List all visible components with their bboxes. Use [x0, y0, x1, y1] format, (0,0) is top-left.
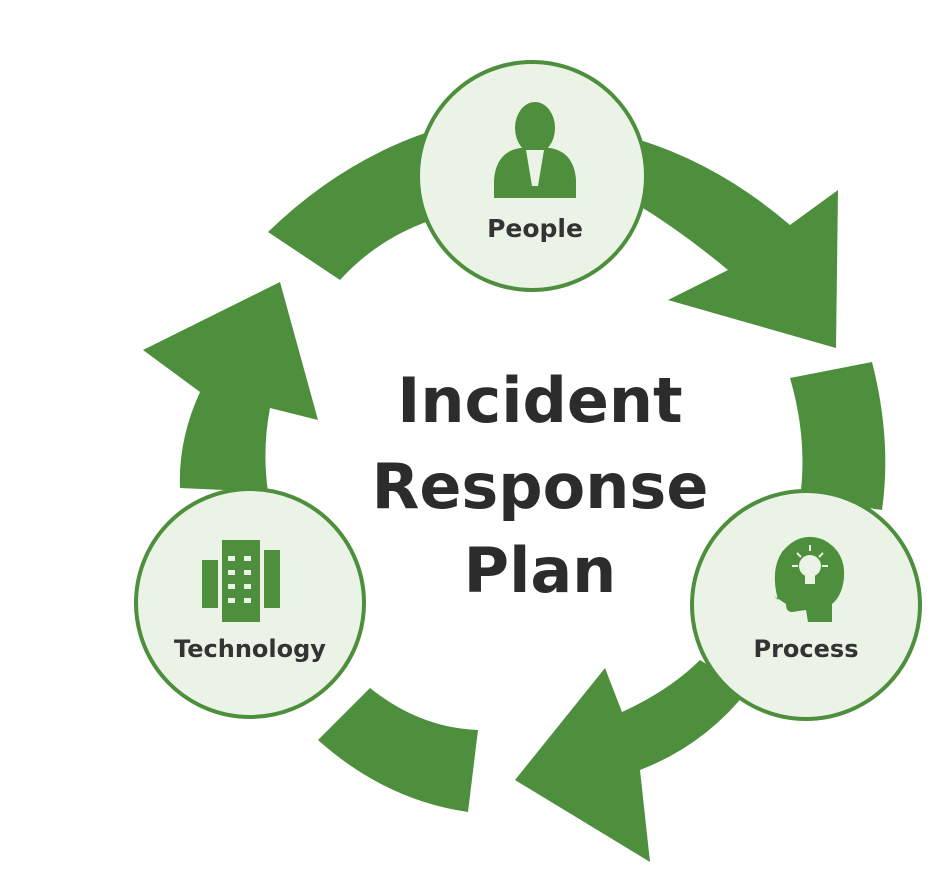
arrow-process-to-technology [515, 660, 748, 862]
node-process-label: Process [754, 635, 859, 663]
arc-top-left-segment [268, 132, 438, 280]
node-technology: Technology [134, 487, 366, 719]
node-process: Process [690, 489, 922, 721]
server-building-icon [202, 540, 280, 622]
node-people: People [416, 60, 648, 292]
arc-bottom-segment [318, 688, 478, 812]
title-line-1: Incident [397, 364, 682, 437]
title-line-3: Plan [464, 534, 617, 607]
person-icon [494, 102, 576, 198]
center-title: Incident Response Plan [372, 364, 709, 607]
head-lightbulb-icon [774, 536, 845, 622]
arrow-people-to-process [630, 140, 838, 348]
arc-right-segment [790, 362, 886, 510]
arrow-technology-to-people [143, 282, 318, 492]
node-technology-label: Technology [174, 635, 326, 663]
node-people-label: People [487, 214, 583, 243]
cycle-arrows [143, 132, 886, 862]
title-line-2: Response [372, 450, 709, 523]
